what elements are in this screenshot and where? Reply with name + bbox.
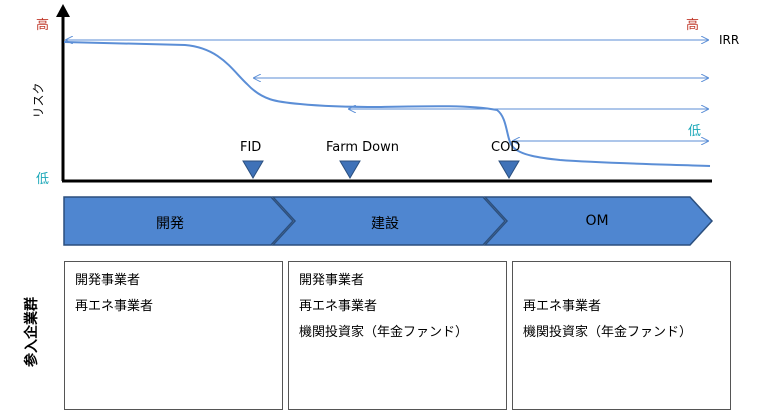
participant-item <box>523 268 720 294</box>
participant-item: 再エネ事業者 <box>523 299 602 314</box>
participant-item: 開発事業者 <box>75 273 141 288</box>
participant-item: 開発事業者 <box>299 273 365 288</box>
phase-arrow-construction <box>271 196 507 246</box>
y-axis-arrowhead <box>56 4 70 17</box>
high-left-label: 高 <box>36 18 50 33</box>
phase-development-label: 開発 <box>156 216 184 232</box>
participant-item: 再エネ事業者 <box>75 299 154 314</box>
phase-om-label: OM <box>585 213 609 229</box>
phase-construction-label: 建設 <box>371 216 399 232</box>
risk-curve <box>63 41 711 167</box>
participant-item: 機関投資家（年金ファンド） <box>523 325 693 340</box>
participants-om-box: 再エネ事業者 機関投資家（年金ファンド） <box>512 261 731 410</box>
low-left-label: 低 <box>36 172 50 187</box>
participants-construction-box: 開発事業者 再エネ事業者 機関投資家（年金ファンド） <box>288 261 507 410</box>
milestone-fid-label: FID <box>240 140 262 155</box>
y-axis-label: リスク <box>31 82 46 119</box>
farm-down-marker <box>339 160 361 179</box>
fid-marker <box>242 160 264 179</box>
participants-title: 参入企業群 <box>24 297 40 367</box>
participant-item: 機関投資家（年金ファンド） <box>299 325 469 340</box>
milestone-farm-down-label: Farm Down <box>326 140 399 155</box>
high-right-label: 高 <box>686 18 700 33</box>
milestone-cod-label: COD <box>491 140 521 155</box>
phase-arrow-om <box>483 196 714 246</box>
participant-item: 再エネ事業者 <box>299 299 378 314</box>
low-right-label: 低 <box>688 124 702 139</box>
participants-development-box: 開発事業者 再エネ事業者 <box>64 261 283 410</box>
irr-label: IRR <box>719 33 740 47</box>
cod-marker <box>498 160 520 179</box>
phase-arrow-development <box>63 196 295 246</box>
